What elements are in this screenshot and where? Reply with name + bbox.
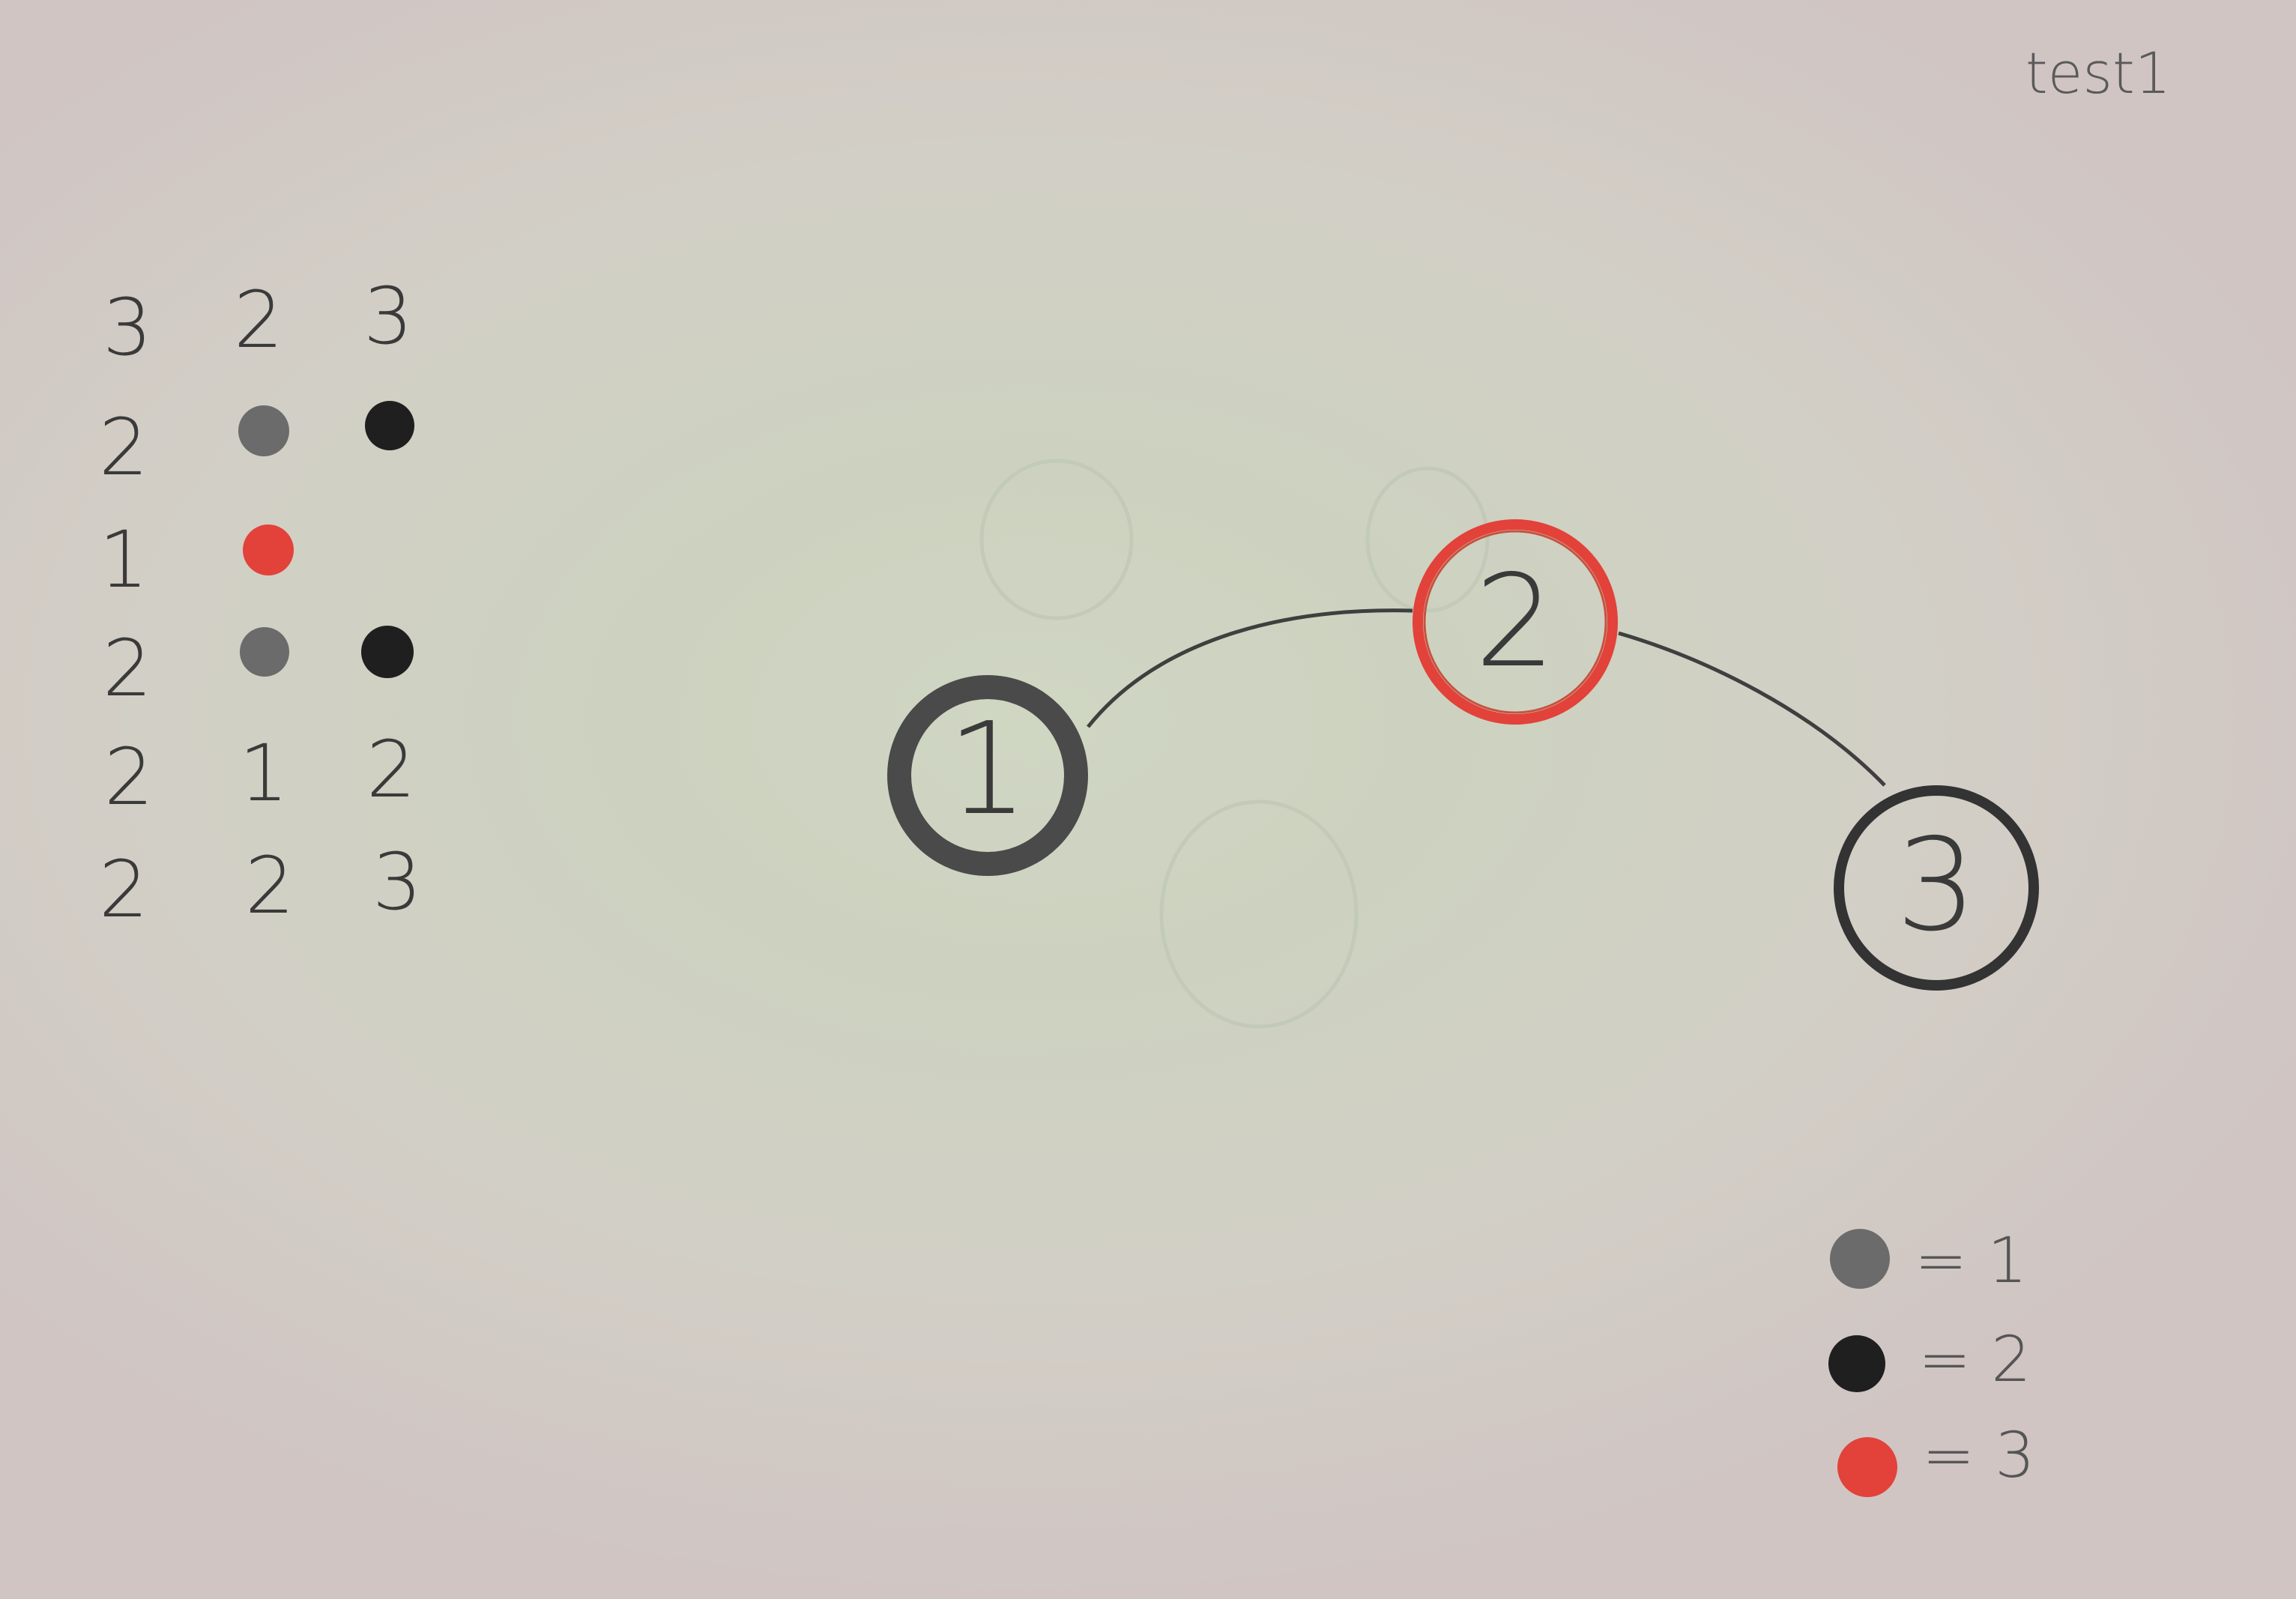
matrix-r6-c1: 2: [98, 844, 149, 935]
matrix-r3-c2-red-dot: [243, 525, 294, 575]
matrix-r4-c1: 2: [102, 623, 153, 714]
matrix-r6-c3: 3: [372, 836, 423, 928]
matrix-r6-c2: 2: [244, 840, 295, 931]
legend-text-3: = 3: [1922, 1418, 2035, 1492]
node-3-label: 3: [1896, 811, 1977, 960]
node-2-label: 2: [1475, 548, 1556, 696]
legend-red-dot: [1837, 1437, 1897, 1497]
node-1: 1: [887, 675, 1088, 876]
node-3: 3: [1834, 785, 2039, 991]
matrix-r1-c1: 3: [102, 282, 153, 373]
matrix-r2-c1: 2: [98, 402, 149, 493]
matrix-r3-c1: 1: [98, 514, 149, 605]
matrix-r2-c3-black-dot: [365, 401, 414, 450]
erased-sketch-marks: [979, 459, 1490, 1029]
legend-text-2: = 2: [1918, 1323, 2031, 1396]
matrix-r1-c3: 3: [363, 270, 414, 362]
node-1-label: 1: [947, 695, 1028, 844]
matrix-r1-c2: 2: [233, 274, 284, 366]
matrix-r5-c3: 2: [366, 724, 417, 815]
matrix-r4-c3-black-dot: [361, 626, 414, 678]
legend-gray-dot: [1830, 1229, 1890, 1289]
matrix-r5-c2: 1: [238, 728, 289, 819]
edge-2-3: [1618, 631, 1886, 787]
matrix-r5-c1: 2: [103, 731, 154, 823]
matrix-r4-c2-gray-dot: [240, 627, 289, 677]
node-2: 2: [1413, 519, 1618, 725]
page-title: test1: [2025, 40, 2172, 106]
matrix-r2-c2-gray-dot: [238, 405, 289, 456]
legend-text-1: = 1: [1915, 1224, 2028, 1297]
legend-black-dot: [1828, 1335, 1885, 1392]
edge-1-2: [1087, 608, 1413, 728]
